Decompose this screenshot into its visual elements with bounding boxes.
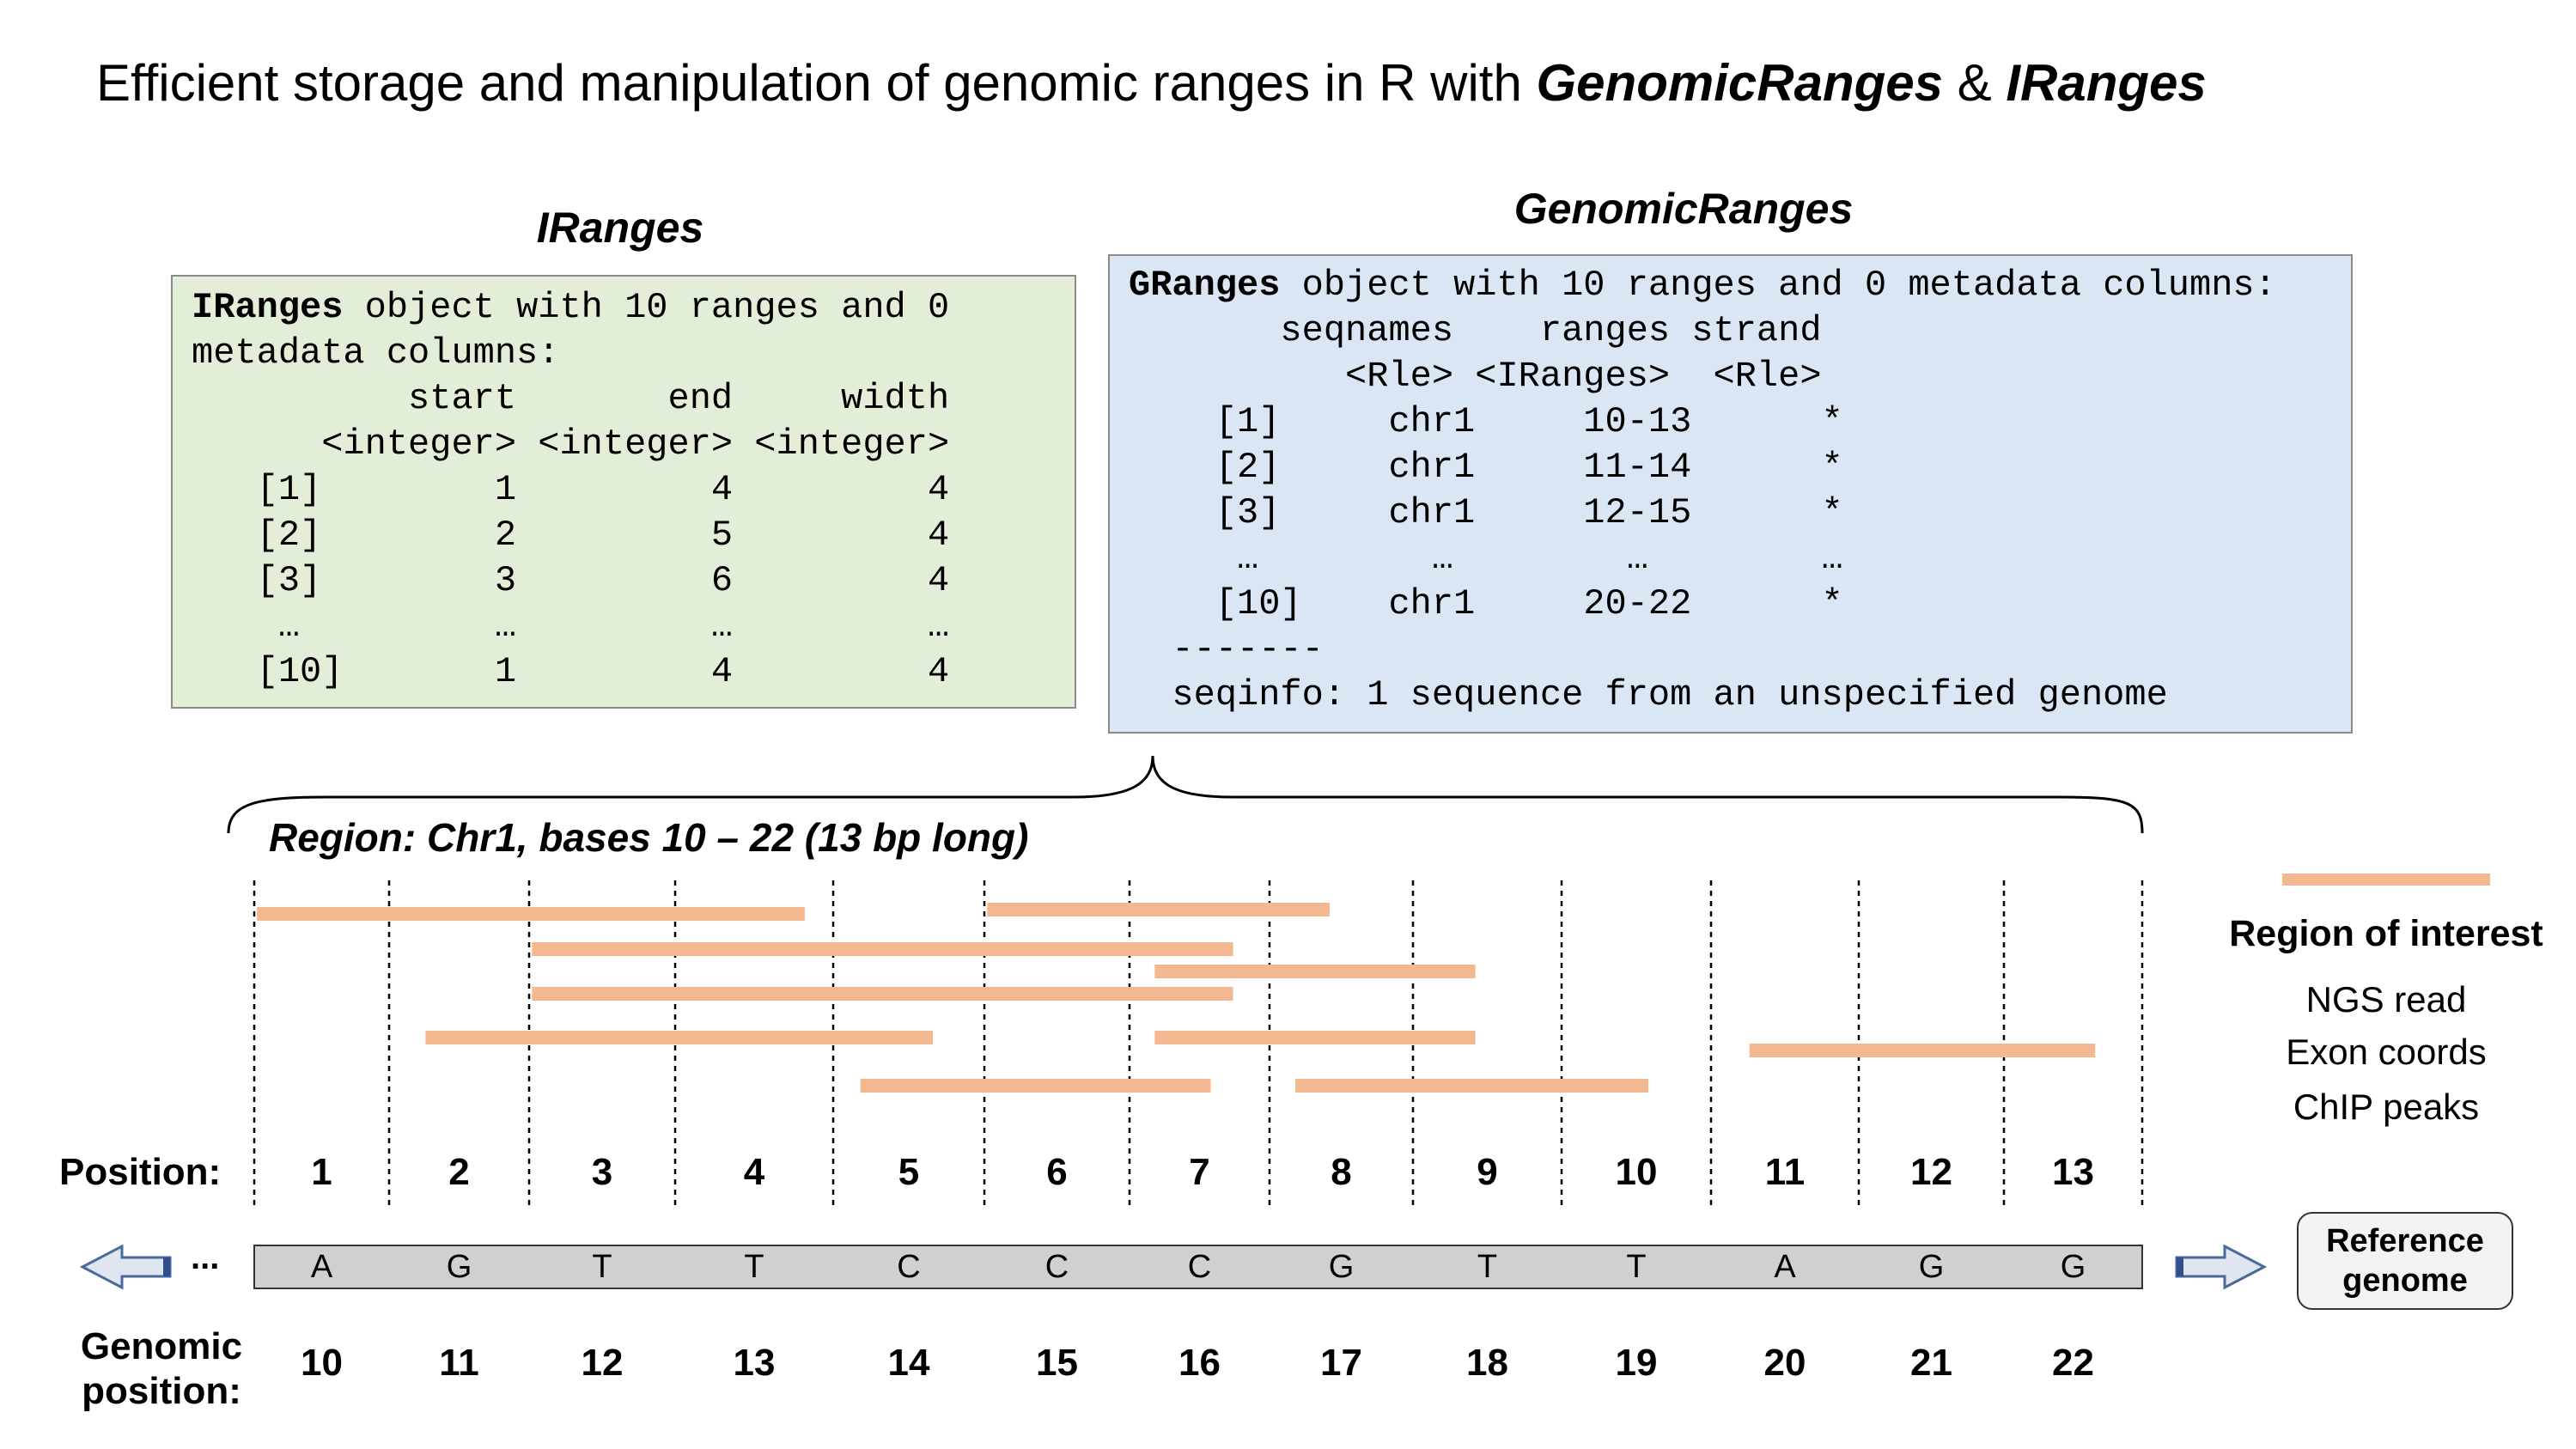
legend-item-ngs-read: NGS read <box>2305 979 2467 1020</box>
read-bar-9 <box>860 1079 1211 1093</box>
genomic-position-12: 12 <box>581 1342 624 1384</box>
position-4: 4 <box>743 1151 765 1193</box>
base-3: T <box>592 1249 612 1285</box>
position-13: 13 <box>2052 1151 2094 1193</box>
position-5: 5 <box>898 1151 920 1193</box>
read-bar-1 <box>257 907 805 921</box>
position-12: 12 <box>1910 1151 1952 1193</box>
genomic-position-label: Genomic position: <box>81 1324 242 1414</box>
granges-heading: GenomicRanges <box>1513 185 1854 233</box>
read-bar-2 <box>987 903 1331 916</box>
left-arrow-icon <box>79 1244 172 1290</box>
read-bar-10 <box>1295 1079 1648 1093</box>
genomic-position-14: 14 <box>887 1342 930 1384</box>
read-bar-3 <box>532 942 1233 956</box>
genomic-position-11: 11 <box>439 1342 479 1384</box>
position-8: 8 <box>1331 1151 1352 1193</box>
base-11: A <box>1774 1249 1796 1285</box>
position-10: 10 <box>1615 1151 1658 1193</box>
reference-line1: Reference <box>2326 1223 2484 1259</box>
genomic-position-19: 19 <box>1615 1342 1658 1384</box>
iranges-code: IRanges object with 10 ranges and 0 meta… <box>192 285 1075 695</box>
base-8: G <box>1328 1249 1355 1285</box>
read-bar-5 <box>532 987 1233 1001</box>
region-label: Region: Chr1, bases 10 – 22 (13 bp long) <box>269 815 1029 860</box>
iranges-code-class: IRanges <box>192 287 344 328</box>
genomic-position-22: 22 <box>2052 1342 2094 1384</box>
read-bar-4 <box>1154 965 1476 978</box>
iranges-code-body: object with 10 ranges and 0 metadata col… <box>192 287 950 692</box>
base-1: A <box>310 1249 333 1285</box>
genomic-position-15: 15 <box>1036 1342 1078 1384</box>
title-amp: & <box>1942 54 2007 112</box>
legend-item-exon-coords: Exon coords <box>2286 1032 2487 1072</box>
genomic-position-18: 18 <box>1466 1342 1508 1384</box>
sequence-strip <box>253 1245 2143 1289</box>
reference-line2: genome <box>2342 1263 2468 1299</box>
base-13: G <box>2060 1249 2086 1285</box>
position-label: Position: <box>59 1151 222 1193</box>
granges-code-class: GRanges <box>1129 265 1281 306</box>
genomic-position-10: 10 <box>301 1342 343 1384</box>
genomic-position-21: 21 <box>1910 1342 1952 1384</box>
read-bar-8 <box>1749 1044 2096 1057</box>
genomic-label-line1: Genomic <box>80 1325 243 1367</box>
read-bars <box>257 903 2096 1093</box>
position-6: 6 <box>1046 1151 1068 1193</box>
genomic-position-16: 16 <box>1178 1342 1221 1384</box>
title-pkg2: IRanges <box>2006 54 2207 112</box>
position-gridlines <box>253 880 2144 1207</box>
legend-bar <box>2282 874 2490 886</box>
base-12: G <box>1918 1249 1945 1285</box>
legend-item-chip-peaks: ChIP peaks <box>2293 1087 2480 1127</box>
base-6: C <box>1044 1249 1069 1285</box>
position-2: 2 <box>448 1151 470 1193</box>
position-7: 7 <box>1189 1151 1210 1193</box>
sequence-ellipsis: ... <box>191 1239 220 1276</box>
page-title: Efficient storage and manipulation of ge… <box>96 53 2207 113</box>
base-10: T <box>1626 1249 1647 1285</box>
position-9: 9 <box>1477 1151 1498 1193</box>
genomic-position-13: 13 <box>733 1342 776 1384</box>
title-prefix: Efficient storage and manipulation of ge… <box>96 54 1537 112</box>
position-1: 1 <box>311 1151 332 1193</box>
granges-code-box: GRanges object with 10 ranges and 0 meta… <box>1108 254 2353 734</box>
region-brace <box>227 755 2144 834</box>
granges-code-body: object with 10 ranges and 0 metadata col… <box>1172 265 2276 715</box>
base-5: C <box>897 1249 921 1285</box>
base-7: C <box>1187 1249 1212 1285</box>
genomic-position-20: 20 <box>1763 1342 1806 1384</box>
base-4: T <box>744 1249 764 1285</box>
position-11: 11 <box>1764 1151 1806 1193</box>
iranges-heading: IRanges <box>536 204 704 252</box>
iranges-code-box: IRanges object with 10 ranges and 0 meta… <box>171 275 1076 709</box>
base-2: G <box>446 1249 472 1285</box>
base-9: T <box>1477 1249 1498 1285</box>
read-bar-6 <box>425 1031 934 1044</box>
granges-code: GRanges object with 10 ranges and 0 meta… <box>1129 263 2351 718</box>
genomic-label-line2: position: <box>82 1370 241 1412</box>
title-pkg1: GenomicRanges <box>1536 54 1943 112</box>
legend-title: Region of interest <box>2229 913 2543 954</box>
read-bar-7 <box>1154 1031 1476 1044</box>
position-3: 3 <box>591 1151 613 1193</box>
genomic-position-17: 17 <box>1320 1342 1362 1384</box>
reference-genome-box: Reference genome <box>2297 1212 2513 1310</box>
right-arrow-icon <box>2175 1244 2268 1290</box>
